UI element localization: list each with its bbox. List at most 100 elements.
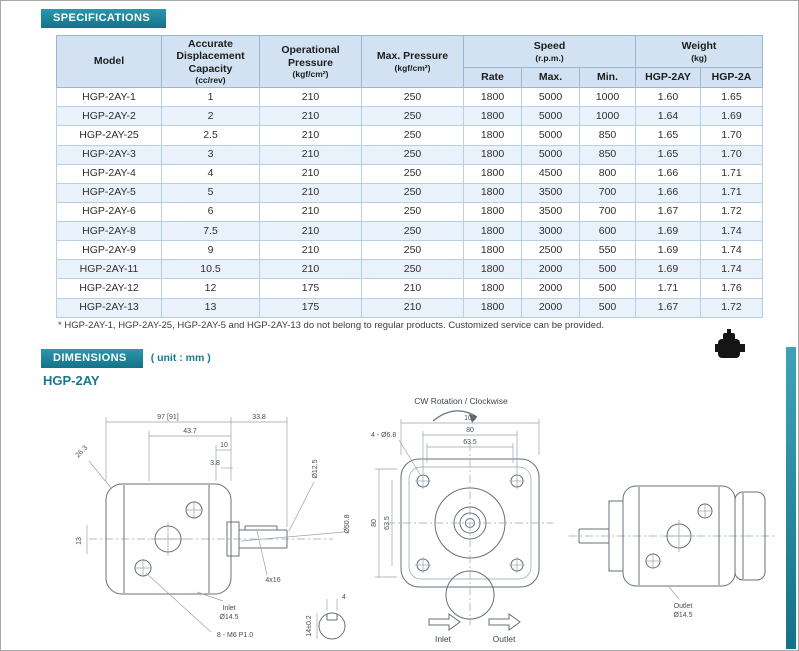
col-header-model: Model [56,34,162,89]
value-cell: 1.71 [700,182,764,203]
unit-label: ( unit : mm ) [150,352,211,364]
value-cell: 1800 [463,106,522,127]
value-cell: 1.72 [700,201,764,223]
col-header-weight-unit: (kg) [691,52,707,63]
table-footnote: * HGP-2AY-1, HGP-2AY-25, HGP-2AY-5 and H… [58,320,605,331]
specifications-table: Model Accurate Displacement Capacity (cc… [56,34,764,318]
dim-3-8-label: 3.8 [210,460,220,467]
value-cell: 2000 [521,278,580,299]
dimensions-banner: DIMENSIONS [41,349,143,368]
value-cell: 1.65 [635,144,702,165]
value-cell: 210 [361,297,464,318]
col-header-weight: Weight (kg) [635,35,764,68]
value-cell: 250 [361,106,464,127]
value-cell: 250 [361,259,464,280]
value-cell: 2.5 [161,125,260,146]
model-cell: HGP-2AY-8 [56,221,162,242]
cw-arrowhead [469,414,477,423]
value-cell: 1800 [463,87,522,108]
bolt-spec-label: 8 - M6 P1.0 [217,632,253,639]
value-cell: 1.67 [635,297,702,318]
dim-14-label: 14±0.2 [306,615,313,636]
value-cell: 210 [259,221,362,242]
outlet-rear-label: Outlet [674,603,693,610]
front-view: CW Rotation / Clockwise [371,396,553,644]
value-cell: 13 [161,297,260,318]
dim-10-label: 10 [220,442,228,449]
value-cell: 1.69 [635,259,702,280]
col-header-max-pressure-label: Max. Pressure [376,50,449,63]
value-cell: 1000 [578,87,637,108]
value-cell: 2500 [521,240,580,261]
value-cell: 5000 [521,144,580,165]
value-cell: 250 [361,201,464,223]
value-cell: 210 [259,87,362,108]
value-cell: 1.74 [700,240,764,261]
value-cell: 1.69 [635,240,702,261]
value-cell: 1800 [463,182,522,203]
dim-97-label: 97 [91] [157,414,178,421]
value-cell: 210 [259,144,362,165]
value-cell: 12 [161,278,260,299]
col-header-weight-hgp2a: HGP-2A [700,66,764,89]
dimension-drawing: 97 [91] 33.8 43.7 10 3.8 26.3 13 Ø12.5 Ø… [75,396,776,644]
value-cell: 1800 [463,125,522,146]
value-cell: 210 [361,278,464,299]
col-header-operational-pressure-unit: (kgf/cm²) [292,68,329,79]
col-header-speed-min: Min. [578,66,637,89]
value-cell: 1.65 [635,125,702,146]
value-cell: 5000 [521,87,580,108]
value-cell: 2000 [521,297,580,318]
col-header-capacity-label: Accurate Displacement Capacity [176,38,245,75]
model-cell: HGP-2AY-4 [56,163,162,184]
value-cell: 1.71 [635,278,702,299]
model-cell: HGP-2AY-2 [56,106,162,127]
col-header-speed-label: Speed [533,40,566,53]
model-cell: HGP-2AY-12 [56,278,162,299]
col-header-max-pressure: Max. Pressure (kgf/cm²) [361,34,464,89]
value-cell: 5000 [521,106,580,127]
value-cell: 1.71 [700,163,764,184]
value-cell: 1.72 [700,297,764,318]
col-header-model-label: Model [93,55,125,68]
value-cell: 7.5 [161,221,260,242]
value-cell: 1000 [578,106,637,127]
value-cell: 1.74 [700,221,764,242]
value-cell: 1800 [463,221,522,242]
value-cell: 210 [259,259,362,280]
value-cell: 3 [161,144,260,165]
value-cell: 250 [361,87,464,108]
model-cell: HGP-2AY-11 [56,259,162,280]
pump-thumbnail-icon [715,329,745,358]
col-header-operational-pressure: Operational Pressure (kgf/cm²) [259,34,362,89]
value-cell: 1800 [463,278,522,299]
value-cell: 1800 [463,297,522,318]
side-accent-bar [786,347,796,649]
value-cell: 500 [578,297,637,318]
value-cell: 1800 [463,240,522,261]
value-cell: 850 [578,125,637,146]
value-cell: 850 [578,144,637,165]
value-cell: 1800 [463,144,522,165]
value-cell: 1.64 [635,106,702,127]
col-header-capacity-unit: (cc/rev) [195,75,226,86]
value-cell: 210 [259,182,362,203]
value-cell: 5000 [521,125,580,146]
value-cell: 3000 [521,221,580,242]
value-cell: 1.65 [700,87,764,108]
value-cell: 3500 [521,182,580,203]
model-cell: HGP-2AY-3 [56,144,162,165]
value-cell: 700 [578,201,637,223]
col-header-speed-unit: (r.p.m.) [535,52,564,63]
value-cell: 175 [259,297,362,318]
dim-26-3-label: 26.3 [75,445,90,460]
